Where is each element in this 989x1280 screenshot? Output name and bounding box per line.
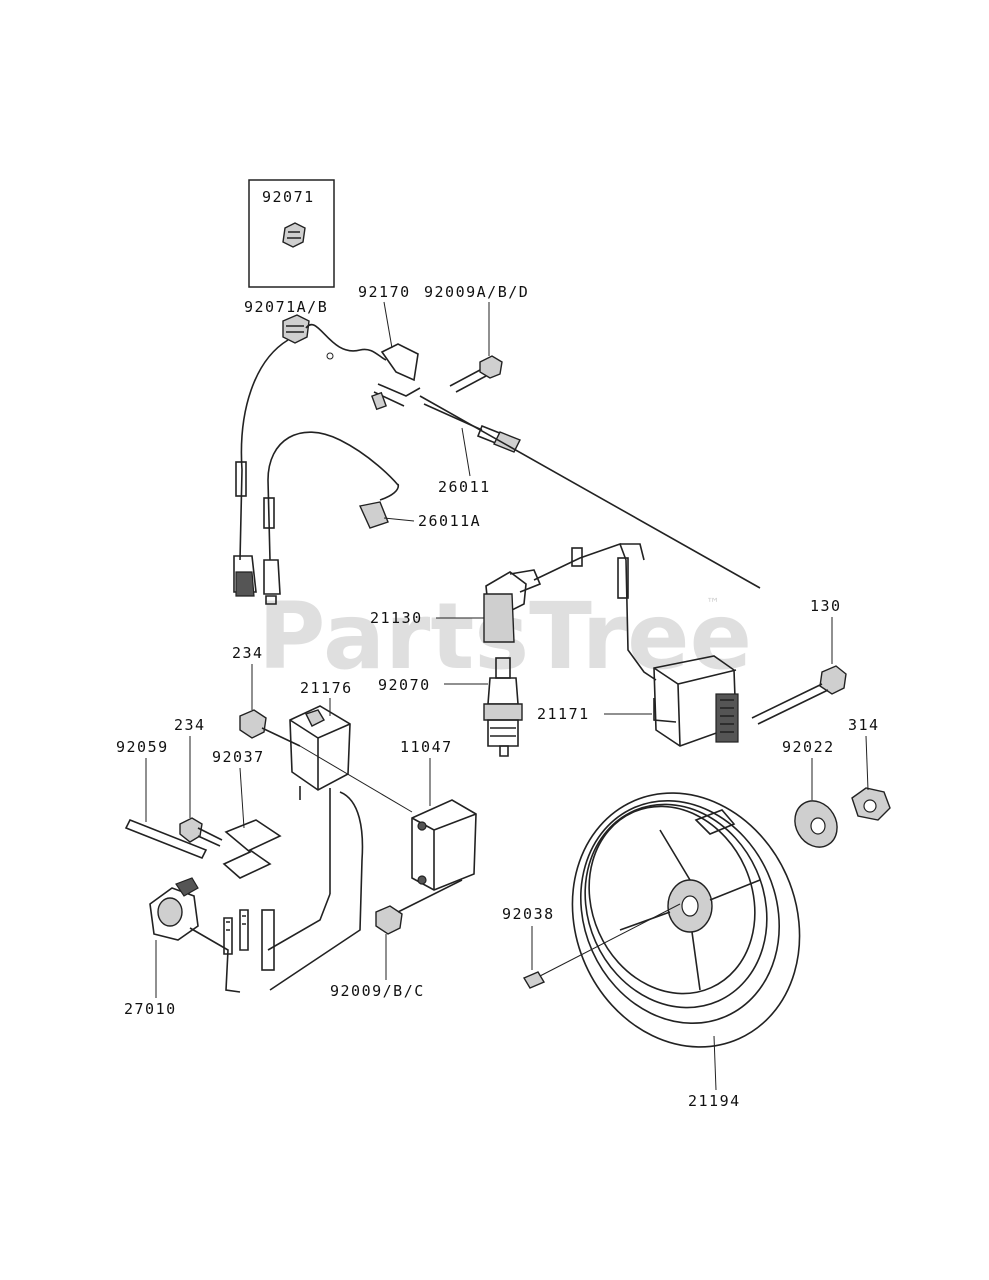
label-92009bc[interactable]: 92009/B/C <box>330 982 425 1000</box>
part-92059-pin[interactable] <box>124 818 208 860</box>
part-21130-plug-cap[interactable] <box>483 542 657 681</box>
part-26011a-cap[interactable] <box>358 483 400 529</box>
label-92009abd[interactable]: 92009A/B/D <box>424 283 529 301</box>
label-92022[interactable]: 92022 <box>782 738 835 756</box>
part-92170-bracket[interactable] <box>371 343 421 411</box>
label-92071ab[interactable]: 92071A/B <box>244 298 328 316</box>
label-234-upper[interactable]: 234 <box>232 644 264 662</box>
part-92037-clip[interactable] <box>222 819 282 879</box>
label-21130[interactable]: 21130 <box>370 609 423 627</box>
part-234-bolt-lower[interactable] <box>179 817 223 847</box>
part-314-nut[interactable] <box>851 787 891 821</box>
part-92009bc-bolt[interactable] <box>375 879 463 935</box>
label-26011a[interactable]: 26011A <box>418 512 481 530</box>
part-grommet[interactable] <box>282 314 310 344</box>
label-26011[interactable]: 26011 <box>438 478 491 496</box>
label-92070[interactable]: 92070 <box>378 676 431 694</box>
label-314[interactable]: 314 <box>848 716 880 734</box>
label-92170[interactable]: 92170 <box>358 283 411 301</box>
watermark-trademark: ™ <box>706 596 720 612</box>
label-234-lower[interactable]: 234 <box>174 716 206 734</box>
label-92059[interactable]: 92059 <box>116 738 169 756</box>
label-92037[interactable]: 92037 <box>212 748 265 766</box>
part-27010-switch[interactable] <box>149 877 275 993</box>
label-92071[interactable]: 92071 <box>262 188 315 206</box>
part-92070-spark-plug[interactable] <box>483 657 523 757</box>
part-92038-key[interactable] <box>522 903 681 989</box>
label-21194[interactable]: 21194 <box>688 1092 741 1110</box>
part-26011-wire[interactable] <box>419 395 761 589</box>
label-27010[interactable]: 27010 <box>124 1000 177 1018</box>
label-130[interactable]: 130 <box>810 597 842 615</box>
part-130-bolt[interactable] <box>751 665 847 725</box>
part-11047-plate[interactable] <box>411 799 477 891</box>
part-92071-inset[interactable] <box>248 179 335 288</box>
part-92009abd-screw[interactable] <box>449 355 503 393</box>
ground-wire <box>305 324 387 361</box>
part-ht-cable[interactable] <box>233 339 399 605</box>
label-92038[interactable]: 92038 <box>502 905 555 923</box>
part-21176-igniter[interactable] <box>267 705 364 991</box>
part-234-bolt-upper[interactable] <box>239 709 301 747</box>
wire-node <box>326 352 334 360</box>
part-21171-ignition-coil[interactable] <box>653 655 739 747</box>
part-92022-washer[interactable] <box>787 793 846 855</box>
label-21176[interactable]: 21176 <box>300 679 353 697</box>
label-11047[interactable]: 11047 <box>400 738 453 756</box>
part-21194-flywheel[interactable] <box>533 756 840 1083</box>
label-21171[interactable]: 21171 <box>537 705 590 723</box>
